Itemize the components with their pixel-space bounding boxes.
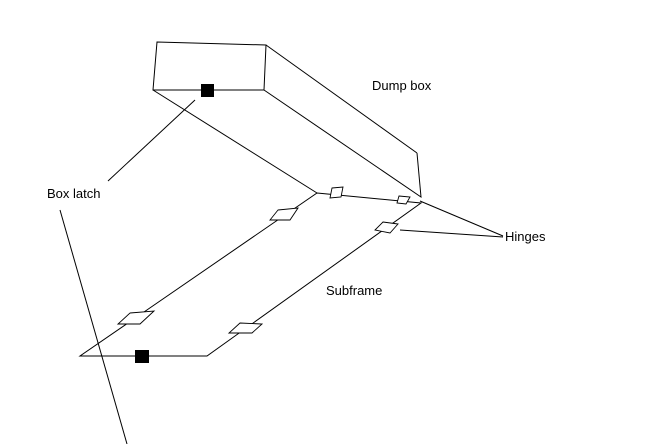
subframe-label: Subframe — [326, 283, 382, 298]
hinge-left-upper — [269, 207, 299, 221]
box-latch-leader-lower — [59, 209, 128, 444]
box-latch-lower — [135, 350, 149, 363]
dump-box-top-face — [265, 44, 418, 154]
subframe-outline — [78, 192, 423, 357]
dump-box-side-edge — [263, 89, 422, 199]
dump-box — [152, 41, 422, 199]
hinges-label: Hinges — [505, 229, 546, 244]
hinge-rear-right — [396, 195, 411, 205]
box-latch-leader-upper — [107, 99, 196, 182]
hinge-right-lower — [227, 322, 264, 334]
hinge-left-lower — [116, 310, 156, 325]
hinge-rear-left — [329, 186, 344, 199]
dump-box-label: Dump box — [372, 78, 432, 93]
subframe — [78, 192, 423, 357]
hinges-leader-front — [399, 229, 504, 238]
box-latch-label: Box latch — [47, 186, 100, 201]
hinge-right-upper — [374, 221, 399, 234]
box-latch-upper — [201, 84, 214, 97]
leader-lines — [59, 99, 504, 444]
hinges-leader-rear — [419, 200, 504, 237]
hinges-group — [116, 186, 411, 334]
dump-box-front-face — [152, 41, 267, 91]
dump-box-bottom-edge — [152, 89, 318, 194]
